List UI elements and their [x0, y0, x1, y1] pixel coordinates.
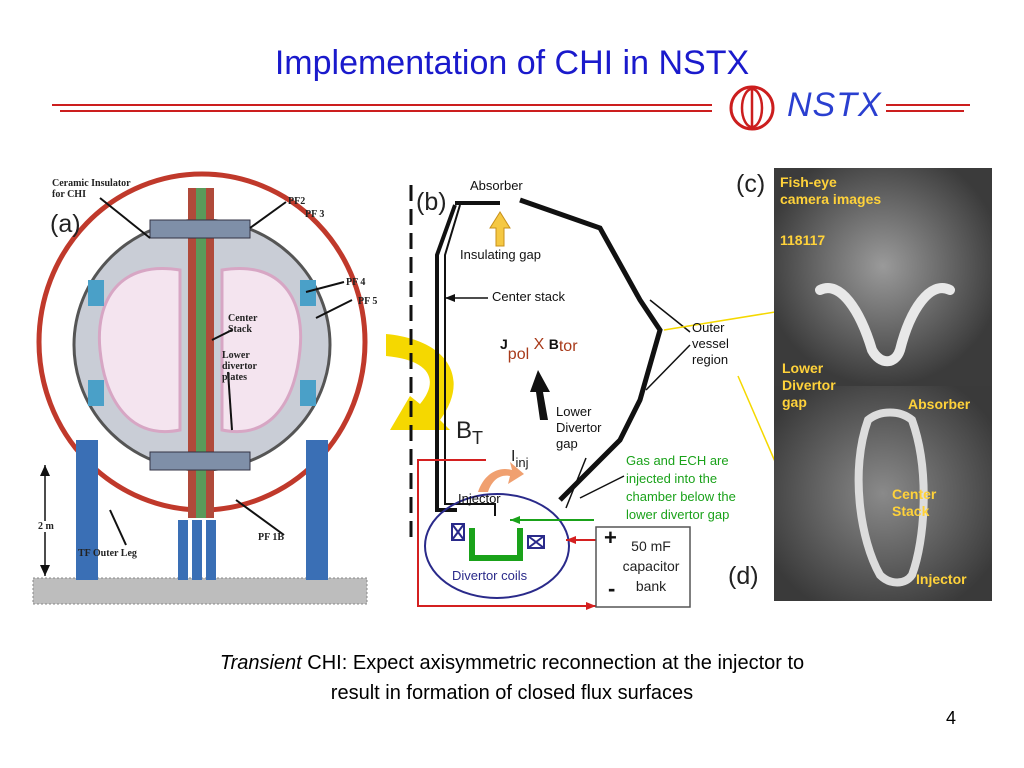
gas-ech-label: Gas and ECH are injected into the chambe… [626, 453, 736, 522]
camera-image-bottom [774, 386, 992, 601]
chi-schematic [409, 185, 691, 610]
header-rule-right-bottom [886, 110, 964, 112]
slide-caption: Transient CHI: Expect axisymmetric recon… [90, 648, 934, 708]
pf2-label: PF2 [288, 196, 306, 207]
caption-italic: Transient [219, 652, 302, 674]
panel-c-label: (c) [736, 170, 766, 198]
outer-vessel-label: Outer vessel region [692, 320, 729, 367]
panel-b-label: (b) [416, 188, 447, 216]
divertor-coils-label: Divertor coils [452, 568, 528, 583]
b-symbol: B [548, 336, 559, 352]
bt-b: B [456, 417, 473, 444]
injector-photo-label: Injector [916, 571, 967, 587]
bt-label: BT [456, 417, 484, 448]
cross-symbol: X [533, 336, 545, 353]
i-inj-label: Iinj [511, 448, 528, 470]
pf4-label: PF 4 [346, 277, 366, 288]
pf5-label: PF 5 [358, 296, 378, 307]
insulating-gap-label: Insulating gap [460, 247, 541, 262]
header-rule-right-top [886, 104, 970, 106]
capacitor-label: 50 mF capacitor bank [622, 538, 680, 594]
fish-eye-label: Fish-eye camera images [780, 174, 882, 207]
lower-divertor-gap-photo-label: Lower Divertor gap [782, 360, 836, 410]
plus-symbol: + [604, 525, 617, 550]
absorber-photo-label: Absorber [908, 396, 971, 412]
inj-subscript: inj [515, 455, 529, 470]
absorber-label: Absorber [470, 178, 523, 193]
center-stack-a-label: Center Stack [228, 313, 258, 335]
caption-line-1: Transient CHI: Expect axisymmetric recon… [90, 648, 934, 678]
yellow-curved-arrow-icon [386, 334, 454, 430]
page-number: 4 [946, 708, 957, 728]
pf3-label: PF 3 [305, 209, 325, 220]
center-stack-b-label: Center stack [492, 289, 565, 304]
height-2m-label: 2 m [38, 521, 54, 532]
center-stack-photo-label: Center Stack [892, 486, 937, 519]
bt-t: T [472, 428, 484, 448]
panel-a-label: (a) [50, 210, 81, 238]
i-symbol: I [511, 448, 516, 465]
minus-symbol: - [608, 576, 616, 601]
injector-b-label: Injector [458, 491, 501, 506]
pol-subscript: pol [507, 346, 530, 363]
slide-title: Implementation of CHI in NSTX [274, 44, 750, 82]
lower-divertor-plates-label: Lower divertor plates [222, 350, 257, 383]
tokamak-cross-section [32, 171, 368, 605]
header-rule-left-bottom [60, 110, 712, 112]
camera-image-top [774, 168, 992, 386]
caption-line-2: result in formation of closed flux surfa… [330, 682, 694, 704]
ceramic-insulator-label: Ceramic Insulator for CHI [52, 178, 131, 200]
nstx-logo-icon [729, 85, 775, 131]
panel-d-label: (d) [728, 562, 759, 590]
shot-number-label: 118117 [780, 232, 826, 248]
header-rule-left-top [52, 104, 712, 106]
j-symbol: J [500, 336, 508, 352]
lower-divertor-gap-b-label: Lower Divertor gap [556, 404, 602, 451]
nstx-logo-text: NSTX [787, 86, 882, 124]
pf1b-label: PF 1B [258, 532, 285, 543]
caption-rest: CHI: Expect axisymmetric reconnection at… [301, 652, 805, 674]
j-cross-b-label: Jpol X Btor [500, 336, 578, 363]
tor-subscript: tor [558, 338, 578, 355]
tf-outer-leg-label: TF Outer Leg [78, 548, 137, 559]
